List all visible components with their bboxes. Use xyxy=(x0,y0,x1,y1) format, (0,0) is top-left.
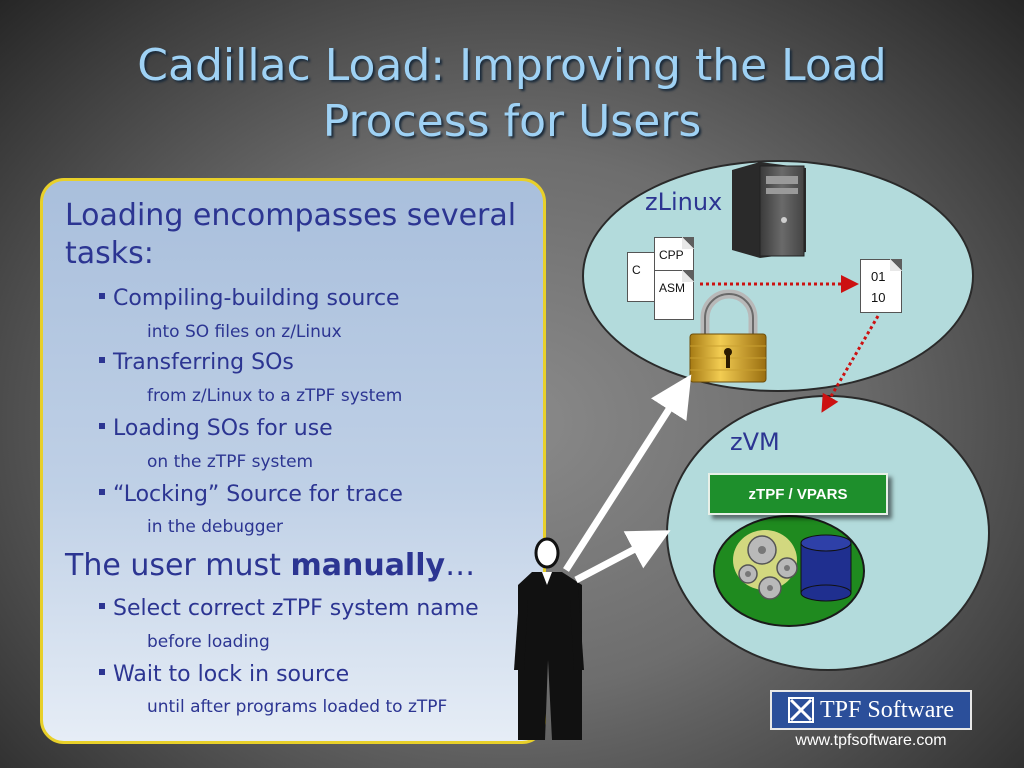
tpf-software-logo: TPF Software xyxy=(770,690,972,730)
ztpf-system-disc xyxy=(713,515,865,627)
lead-text-loading: Loading encompasses several tasks: xyxy=(65,198,517,271)
sub-select-system: before loading xyxy=(147,632,270,652)
bullet-locking: “Locking” Source for trace xyxy=(99,481,403,509)
arrow-user-to-zvm xyxy=(574,530,671,584)
slide-title-line-2: Process for Users xyxy=(322,96,702,147)
slide-title: Cadillac Load: Improving the Load Proces… xyxy=(60,38,964,150)
content-panel: Loading encompasses several tasks: Compi… xyxy=(40,178,546,744)
bullet-wait-lock: Wait to lock in source xyxy=(99,661,349,689)
website-link[interactable]: www.tpfsoftware.com xyxy=(795,732,947,749)
zlinux-label: zLinux xyxy=(645,188,723,216)
ztpf-vpars-box: zTPF / VPARS xyxy=(708,473,888,515)
tpf-logo-mark-icon xyxy=(788,697,814,723)
lead-text-manual: The user must manually… xyxy=(65,548,476,583)
logo-text: TPF Software xyxy=(820,696,954,723)
sub-wait-lock: until after programs loaded to zTPF xyxy=(147,697,448,717)
bullet-transferring: Transferring SOs xyxy=(99,349,294,377)
source-file-asm: ASM xyxy=(654,270,694,320)
zvm-label: zVM xyxy=(730,428,780,456)
sub-compiling: into SO files on z/Linux xyxy=(147,322,342,342)
arrow-user-to-zlinux xyxy=(563,374,692,572)
sub-loading: on the zTPF system xyxy=(147,452,314,472)
slide-title-line-1: Cadillac Load: Improving the Load xyxy=(137,40,887,91)
binary-so-file: 01 10 xyxy=(860,259,902,313)
emphasis-manually: manually xyxy=(290,548,446,583)
bullet-select-system: Select correct zTPF system name xyxy=(99,595,479,623)
sub-locking: in the debugger xyxy=(147,517,284,537)
bullet-compiling: Compiling-building source xyxy=(99,285,400,313)
bullet-loading: Loading SOs for use xyxy=(99,415,333,443)
sub-transferring: from z/Linux to a zTPF system xyxy=(147,386,403,406)
